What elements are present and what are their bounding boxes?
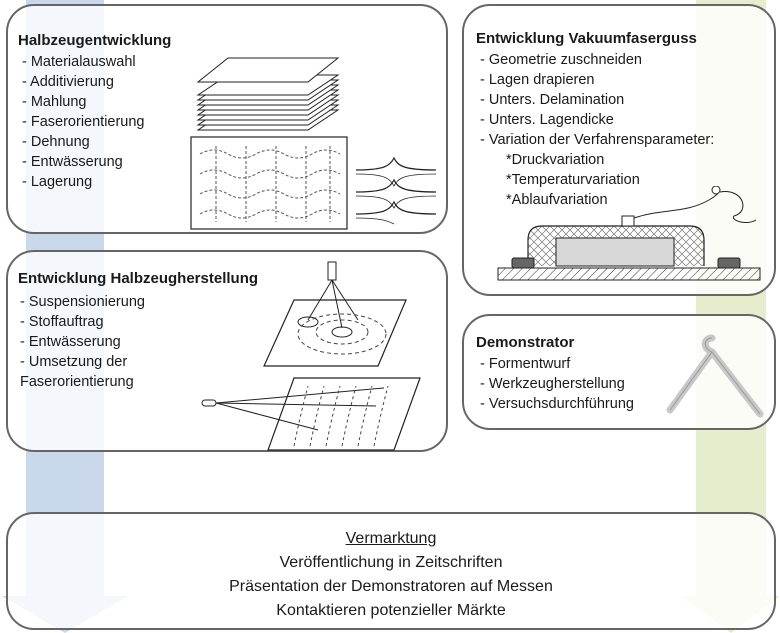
panel-demonstrator: Demonstrator - Formentwurf - Werkzeugher… [462, 314, 776, 430]
list-item: - Suspensionierung [20, 294, 145, 310]
list-item: - Entwässerung [22, 154, 123, 170]
stretch-curves-illustration [355, 156, 437, 225]
list-item: - Umsetzung der [20, 354, 128, 370]
list-item: - Stoffauftrag [20, 314, 104, 330]
list-item: - Lagen drapieren [480, 72, 595, 88]
list-item: - Mahlung [22, 94, 87, 110]
list-item: *Temperaturvariation [506, 172, 640, 188]
panel-title: Entwicklung Vakuumfaserguss [476, 30, 697, 47]
list-item: - Faserorientierung [22, 114, 145, 130]
list-item: - Versuchsdurchführung [480, 396, 634, 412]
vermarktung-heading: Vermarktung [345, 530, 437, 547]
list-item: - Unters. Lagendicke [480, 112, 614, 128]
task-list: - Geometrie zuschneiden - Lagen drapiere… [480, 50, 714, 150]
panel-title: Entwicklung Halbzeugherstellung [18, 270, 259, 287]
task-list: - Formentwurf - Werkzeugherstellung - Ve… [480, 354, 634, 414]
parameter-sublist: *Druckvariation *Temperaturvariation *Ab… [490, 150, 640, 210]
vermarktung-line: Veröffentlichung in Zeitschriften [279, 554, 503, 571]
fiber-orientation-illustration [201, 377, 421, 451]
list-item: - Lagerung [22, 174, 93, 190]
suspension-spreading-illustration [263, 261, 407, 367]
list-item: - Formentwurf [480, 356, 571, 372]
list-item: *Ablaufvariation [506, 192, 608, 208]
list-item: - Geometrie zuschneiden [480, 52, 642, 68]
vacuum-mold-illustration [497, 186, 761, 281]
list-item: - Additivierung [22, 74, 114, 90]
list-item: Faserorientierung [20, 374, 134, 390]
panel-vermarktung: Vermarktung Veröffentlichung in Zeitschr… [6, 512, 776, 630]
vermarktung-line: Präsentation der Demonstratoren auf Mess… [229, 578, 553, 595]
vermarktung-line: Kontaktieren potenzieller Märkte [276, 602, 506, 619]
panel-title: Demonstrator [476, 334, 575, 351]
list-item: - Entwässerung [20, 334, 121, 350]
panel-title: Halbzeugentwicklung [18, 32, 172, 49]
stacked-sheets-illustration [196, 57, 340, 131]
hanger-demonstrator-illustration [666, 334, 764, 418]
list-item: *Druckvariation [506, 152, 605, 168]
list-item: - Dehnung [22, 134, 90, 150]
fiber-network-illustration [190, 136, 348, 230]
panel-vakuumfaserguss: Entwicklung Vakuumfaserguss - Geometrie … [462, 4, 776, 296]
list-item: - Materialauswahl [22, 54, 136, 70]
list-item: - Unters. Delamination [480, 92, 625, 108]
panel-halbzeugentwicklung: Halbzeugentwicklung - Materialauswahl - … [6, 4, 448, 234]
task-list: - Suspensionierung - Stoffauftrag - Entw… [20, 292, 145, 392]
task-list: - Materialauswahl - Additivierung - Mahl… [22, 52, 145, 192]
list-item: - Werkzeugherstellung [480, 376, 625, 392]
list-item: - Variation der Verfahrensparameter: [480, 132, 715, 148]
panel-halbzeugherstellung: Entwicklung Halbzeugherstellung - Suspen… [6, 250, 448, 452]
